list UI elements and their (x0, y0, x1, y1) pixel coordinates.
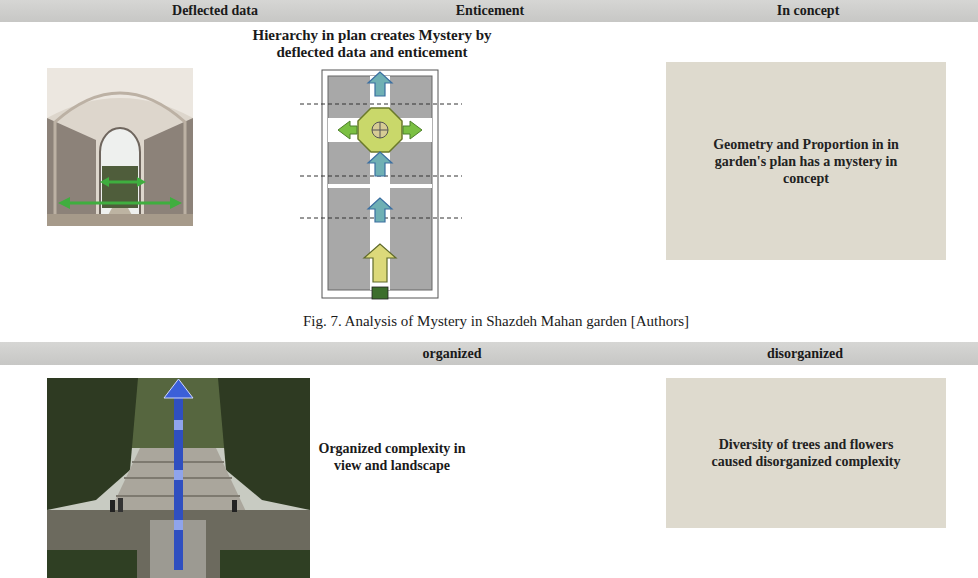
header-band: Deflected data Enticement In concept (0, 0, 978, 22)
arch-photo (47, 68, 193, 226)
concept-text: Diversity of trees and flowers caused di… (704, 436, 909, 470)
concept-box: Diversity of trees and flowers caused di… (666, 378, 946, 528)
garden-plan (300, 70, 462, 299)
header-band: organized disorganized (0, 342, 978, 365)
column-heading: Deflected data (172, 0, 258, 22)
concept-text: Geometry and Proportion in in garden's p… (695, 136, 917, 187)
annotation-text: Organized complexity in view and landsca… (311, 440, 473, 474)
column-heading: In concept (777, 0, 840, 22)
concept-box: Geometry and Proportion in in garden's p… (666, 62, 946, 260)
garden-photo (47, 378, 310, 578)
column-heading: organized (422, 342, 481, 365)
column-heading: disorganized (767, 342, 843, 365)
column-heading: Enticement (456, 0, 524, 22)
figure-caption: Fig. 7. Analysis of Mystery in Shazdeh M… (303, 313, 689, 330)
annotation-text: Hierarchy in plan creates Mystery by def… (232, 27, 512, 61)
